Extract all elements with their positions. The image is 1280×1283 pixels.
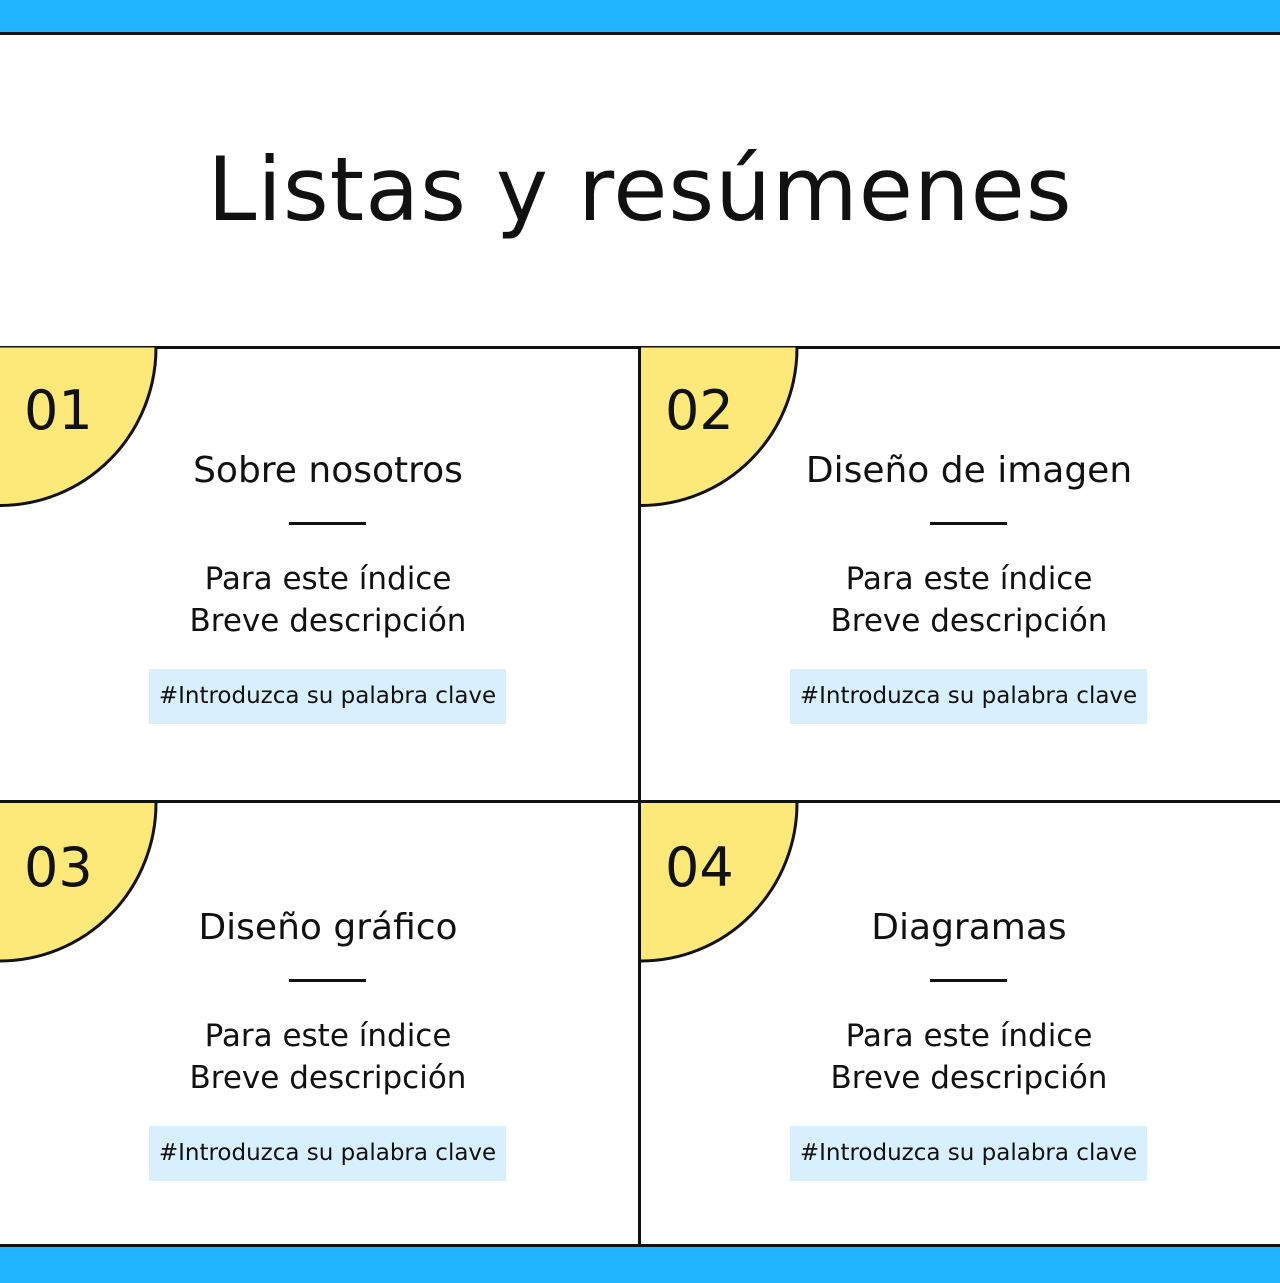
- keyword-tag[interactable]: #Introduzca su palabra clave: [149, 1126, 506, 1181]
- title-divider: [289, 979, 366, 982]
- card-description-line-2: Breve descripción: [189, 603, 467, 639]
- card-number: 03: [24, 836, 93, 899]
- page-title: Listas y resúmenes: [207, 138, 1073, 241]
- card-number: 01: [24, 379, 93, 442]
- card-diseno-grafico[interactable]: 03 Diseño gráfico Para este índice Breve…: [0, 803, 640, 1258]
- title-divider: [930, 979, 1007, 982]
- card-description-line-1: Para este índice: [204, 561, 452, 597]
- card-title: Diseño gráfico: [198, 907, 458, 948]
- grid-vertical-line: [638, 346, 641, 1245]
- card-diagramas[interactable]: 04 Diagramas Para este índice Breve desc…: [641, 803, 1280, 1258]
- card-title: Diagramas: [871, 907, 1067, 948]
- card-grid: 01 Sobre nosotros Para este índice Breve…: [0, 346, 1280, 1245]
- card-description-line-1: Para este índice: [204, 1018, 452, 1054]
- title-divider: [289, 522, 366, 525]
- card-description-line-2: Breve descripción: [830, 603, 1108, 639]
- bottom-accent-bar: [0, 1244, 1280, 1283]
- card-number: 02: [665, 379, 734, 442]
- card-title: Diseño de imagen: [805, 450, 1133, 491]
- top-accent-bar: [0, 0, 1280, 35]
- quarter-circle-badge: 03: [0, 803, 158, 965]
- title-divider: [930, 522, 1007, 525]
- card-description-line-1: Para este índice: [845, 561, 1093, 597]
- card-description-line-2: Breve descripción: [830, 1060, 1108, 1096]
- keyword-tag[interactable]: #Introduzca su palabra clave: [790, 669, 1147, 724]
- card-title: Sobre nosotros: [193, 450, 463, 491]
- quarter-circle-badge: 01: [0, 346, 158, 508]
- keyword-tag[interactable]: #Introduzca su palabra clave: [149, 669, 506, 724]
- card-description-line-1: Para este índice: [845, 1018, 1093, 1054]
- card-number: 04: [665, 836, 734, 899]
- quarter-circle-badge: 02: [641, 346, 799, 508]
- keyword-tag[interactable]: #Introduzca su palabra clave: [790, 1126, 1147, 1181]
- card-sobre-nosotros[interactable]: 01 Sobre nosotros Para este índice Breve…: [0, 346, 640, 801]
- card-diseno-de-imagen[interactable]: 02 Diseño de imagen Para este índice Bre…: [641, 346, 1280, 801]
- quarter-circle-badge: 04: [641, 803, 799, 965]
- card-description-line-2: Breve descripción: [189, 1060, 467, 1096]
